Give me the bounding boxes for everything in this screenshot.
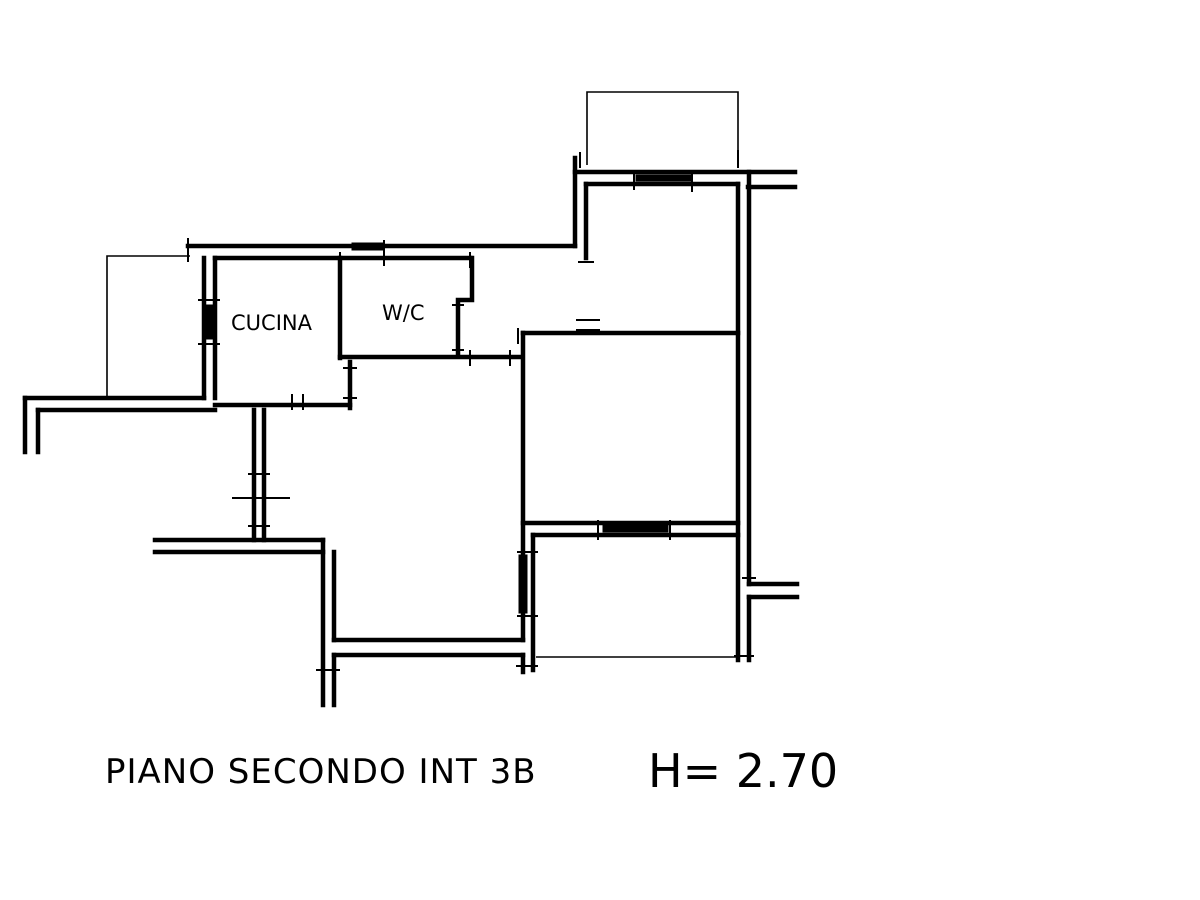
- opening-ticks: [187, 150, 756, 671]
- window-marks: [205, 174, 693, 614]
- room-label-kitchen: CUCINA: [231, 311, 313, 335]
- plan-caption: PIANO SECONDO INT 3B: [105, 752, 537, 792]
- ceiling-height-label: H= 2.70: [648, 744, 838, 798]
- walls: [22, 155, 800, 708]
- balcony-outlines: [106, 91, 739, 658]
- room-label-wc: W/C: [382, 301, 425, 325]
